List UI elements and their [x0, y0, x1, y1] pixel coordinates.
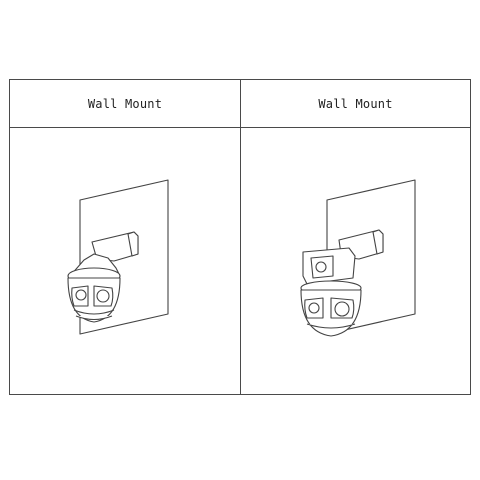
ptz-camera-wall-mount-illustration — [67, 179, 169, 335]
dual-lens-camera-wall-mount-illustration — [300, 179, 416, 337]
mount-table: Wall Mount Wall Mount — [9, 79, 471, 395]
column-header-1: Wall Mount — [87, 96, 163, 111]
column-divider — [240, 80, 241, 394]
figure-cell-2 — [241, 128, 470, 394]
figure-cell-1 — [10, 128, 240, 394]
column-header-2: Wall Mount — [318, 96, 393, 111]
header-divider — [10, 127, 470, 128]
